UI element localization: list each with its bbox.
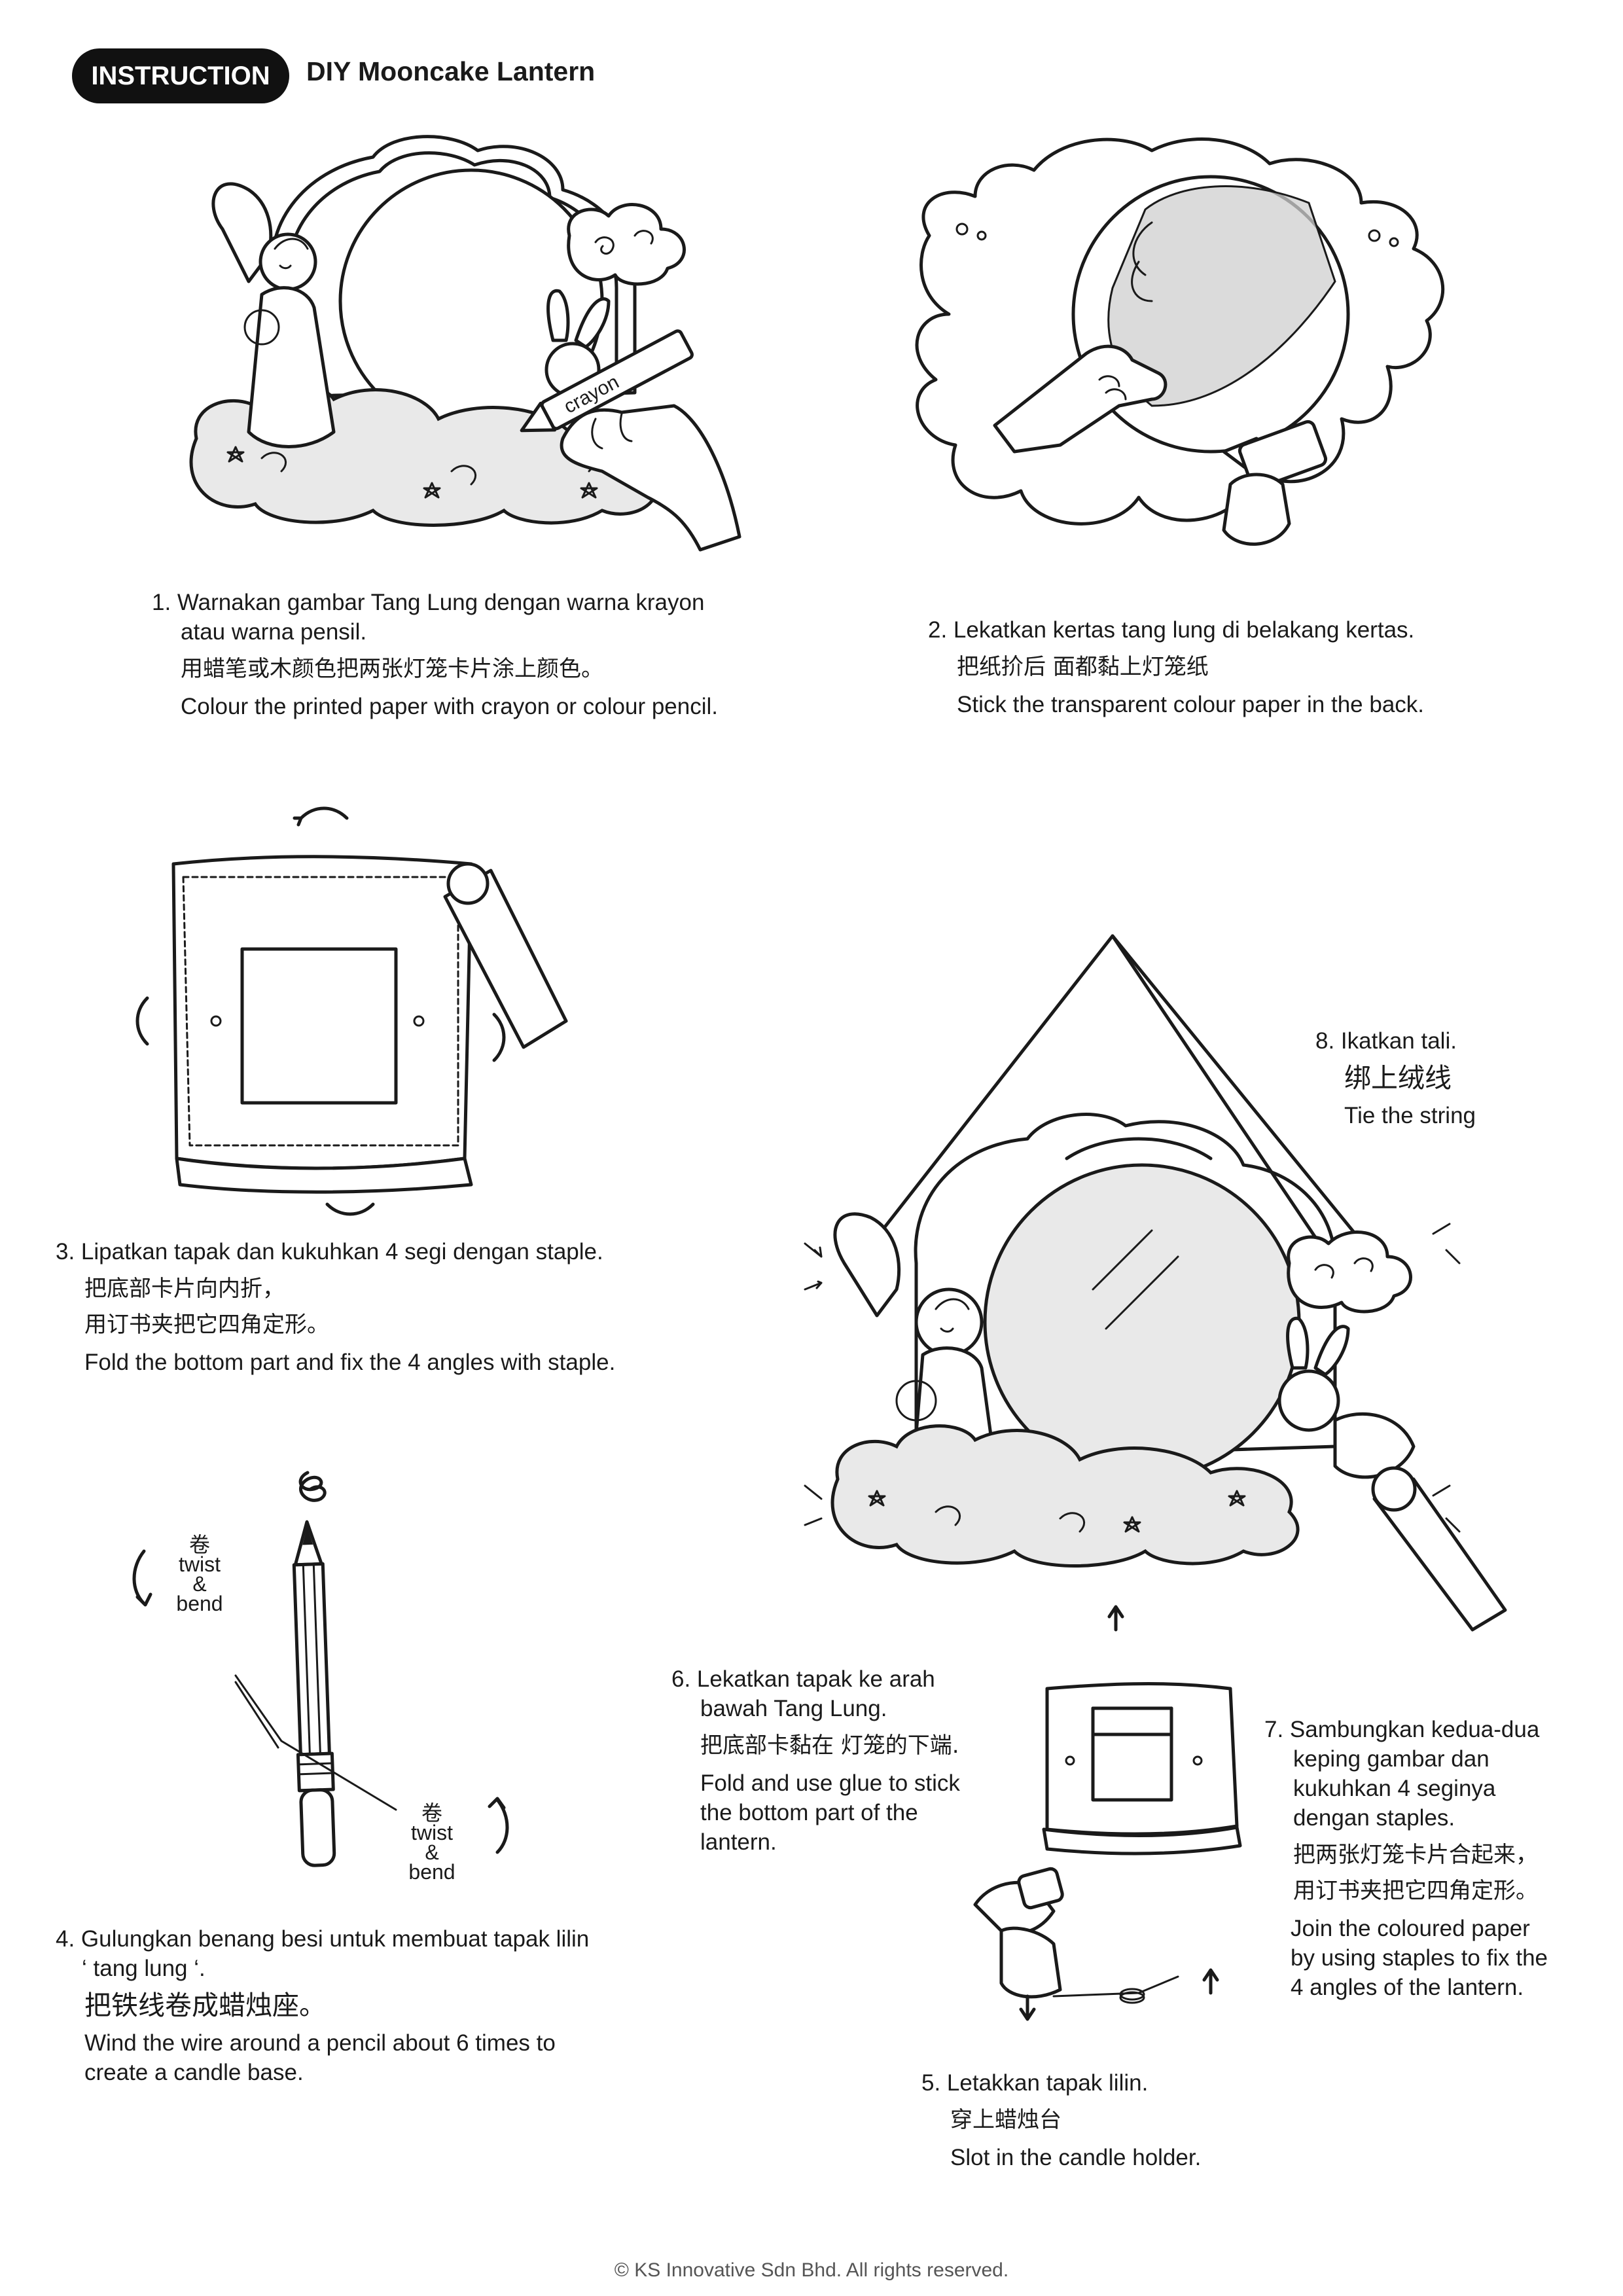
step-6-en-a: Fold and use glue to stick: [700, 1770, 960, 1796]
step-1-ms-b: atau warna pensil.: [181, 619, 367, 645]
step-3-ms: 3. Lipatkan tapak dan kukuhkan 4 segi de…: [56, 1239, 603, 1265]
step-2-text: 2. Lekatkan kertas tang lung di belakang…: [928, 615, 1424, 719]
step-7-zh-a: 把两张灯笼卡片合起来，: [1293, 1842, 1538, 1868]
step-7-en-b: by using staples to fix the: [1291, 1945, 1548, 1971]
step-8-zh: 绑上绒线: [1344, 1062, 1452, 1094]
twist-zh: 卷: [421, 1801, 442, 1825]
step-3-text: 3. Lipatkan tapak dan kukuhkan 4 segi de…: [56, 1237, 615, 1377]
step-2-ms: 2. Lekatkan kertas tang lung di belakang…: [928, 617, 1415, 643]
bend-text: bend: [408, 1860, 455, 1884]
step-6-ms-b: bawah Tang Lung.: [700, 1696, 887, 1721]
twist-bend-label-top: 卷 twist & bend: [164, 1532, 236, 1615]
step-1-zh: 用蜡笔或木颜色把两张灯笼卡片涂上颜色。: [181, 656, 603, 682]
twist-text: twist: [411, 1821, 453, 1844]
step-4-ms-b: ‘ tang lung ‘.: [82, 1956, 205, 1981]
instruction-badge: INSTRUCTION: [72, 48, 289, 103]
page-title: DIY Mooncake Lantern: [306, 56, 596, 86]
step-7-ms-b: keping gambar dan: [1293, 1746, 1489, 1772]
step-4-en-a: Wind the wire around a pencil about 6 ti…: [84, 2030, 556, 2056]
step-8-en: Tie the string: [1344, 1103, 1476, 1128]
bend-text: bend: [176, 1592, 223, 1615]
step-4-illustration: [132, 1471, 509, 1867]
twist-text: twist: [179, 1552, 221, 1576]
step-7-ms-d: dengan staples.: [1293, 1805, 1455, 1831]
step-7-ms-c: kukuhkan 4 seginya: [1293, 1776, 1496, 1801]
step-7-ms-a: 7. Sambungkan kedua-dua: [1264, 1717, 1540, 1742]
step-7-text: 7. Sambungkan kedua-dua keping gambar da…: [1264, 1715, 1548, 2002]
step-4-ms-a: 4. Gulungkan benang besi untuk membuat t…: [56, 1926, 590, 1952]
step-3-zh-b: 用订书夹把它四角定形。: [84, 1312, 329, 1338]
step-2-zh: 把纸扴后 面都黏上灯笼纸: [957, 654, 1209, 680]
step-6-ms-a: 6. Lekatkan tapak ke arah: [671, 1666, 935, 1692]
step-2-illustration: [915, 137, 1445, 546]
step-7-en-a: Join the coloured paper: [1291, 1916, 1530, 1941]
step-3-illustration: [135, 806, 568, 1216]
step-8-illustration: [804, 934, 1507, 1632]
step-4-en-b: create a candle base.: [84, 2060, 304, 2085]
step-5-illustration: [1019, 1968, 1219, 2021]
step-1-ms-a: 1. Warnakan gambar Tang Lung dengan warn…: [152, 590, 705, 615]
step-6-zh: 把底部卡黏在 灯笼的下端.: [700, 1732, 959, 1759]
twist-zh: 卷: [188, 1532, 210, 1557]
step-5-en: Slot in the candle holder.: [950, 2145, 1202, 2170]
step-7-zh-b: 用订书夹把它四角定形。: [1293, 1878, 1538, 1904]
step-5-zh: 穿上蜡烛台: [950, 2107, 1061, 2133]
step-5-text: 5. Letakkan tapak lilin. 穿上蜡烛台 Slot in t…: [921, 2068, 1201, 2172]
step-3-zh-a: 把底部卡片向内折，: [84, 1276, 285, 1302]
step-3-en: Fold the bottom part and fix the 4 angle…: [84, 1350, 616, 1375]
step-6-en-c: lantern.: [700, 1829, 777, 1855]
twist-bend-label-bottom: 卷 twist & bend: [396, 1803, 468, 1882]
step-8-ms: 8. Ikatkan tali.: [1315, 1028, 1457, 1054]
step-5-ms: 5. Letakkan tapak lilin.: [921, 2070, 1149, 2096]
step-1-illustration: crayon: [189, 135, 741, 552]
step-4-text: 4. Gulungkan benang besi untuk membuat t…: [56, 1924, 589, 2087]
step-6-illustration: [973, 1682, 1242, 1999]
step-7-en-c: 4 angles of the lantern.: [1291, 1975, 1524, 2000]
step-6-text: 6. Lekatkan tapak ke arah bawah Tang Lun…: [671, 1664, 960, 1857]
amp-text: &: [192, 1572, 207, 1596]
step-6-en-b: the bottom part of the: [700, 1800, 918, 1825]
amp-text: &: [425, 1840, 439, 1864]
step-2-en: Stick the transparent colour paper in th…: [957, 692, 1425, 717]
step-8-text: 8. Ikatkan tali. 绑上绒线 Tie the string: [1315, 1026, 1476, 1130]
step-1-en: Colour the printed paper with crayon or …: [181, 694, 718, 719]
copyright-footer: © KS Innovative Sdn Bhd. All rights rese…: [614, 2259, 1009, 2281]
step-1-text: 1. Warnakan gambar Tang Lung dengan warn…: [152, 588, 718, 721]
step-4-zh: 把铁线卷成蜡烛座。: [84, 1990, 326, 2021]
